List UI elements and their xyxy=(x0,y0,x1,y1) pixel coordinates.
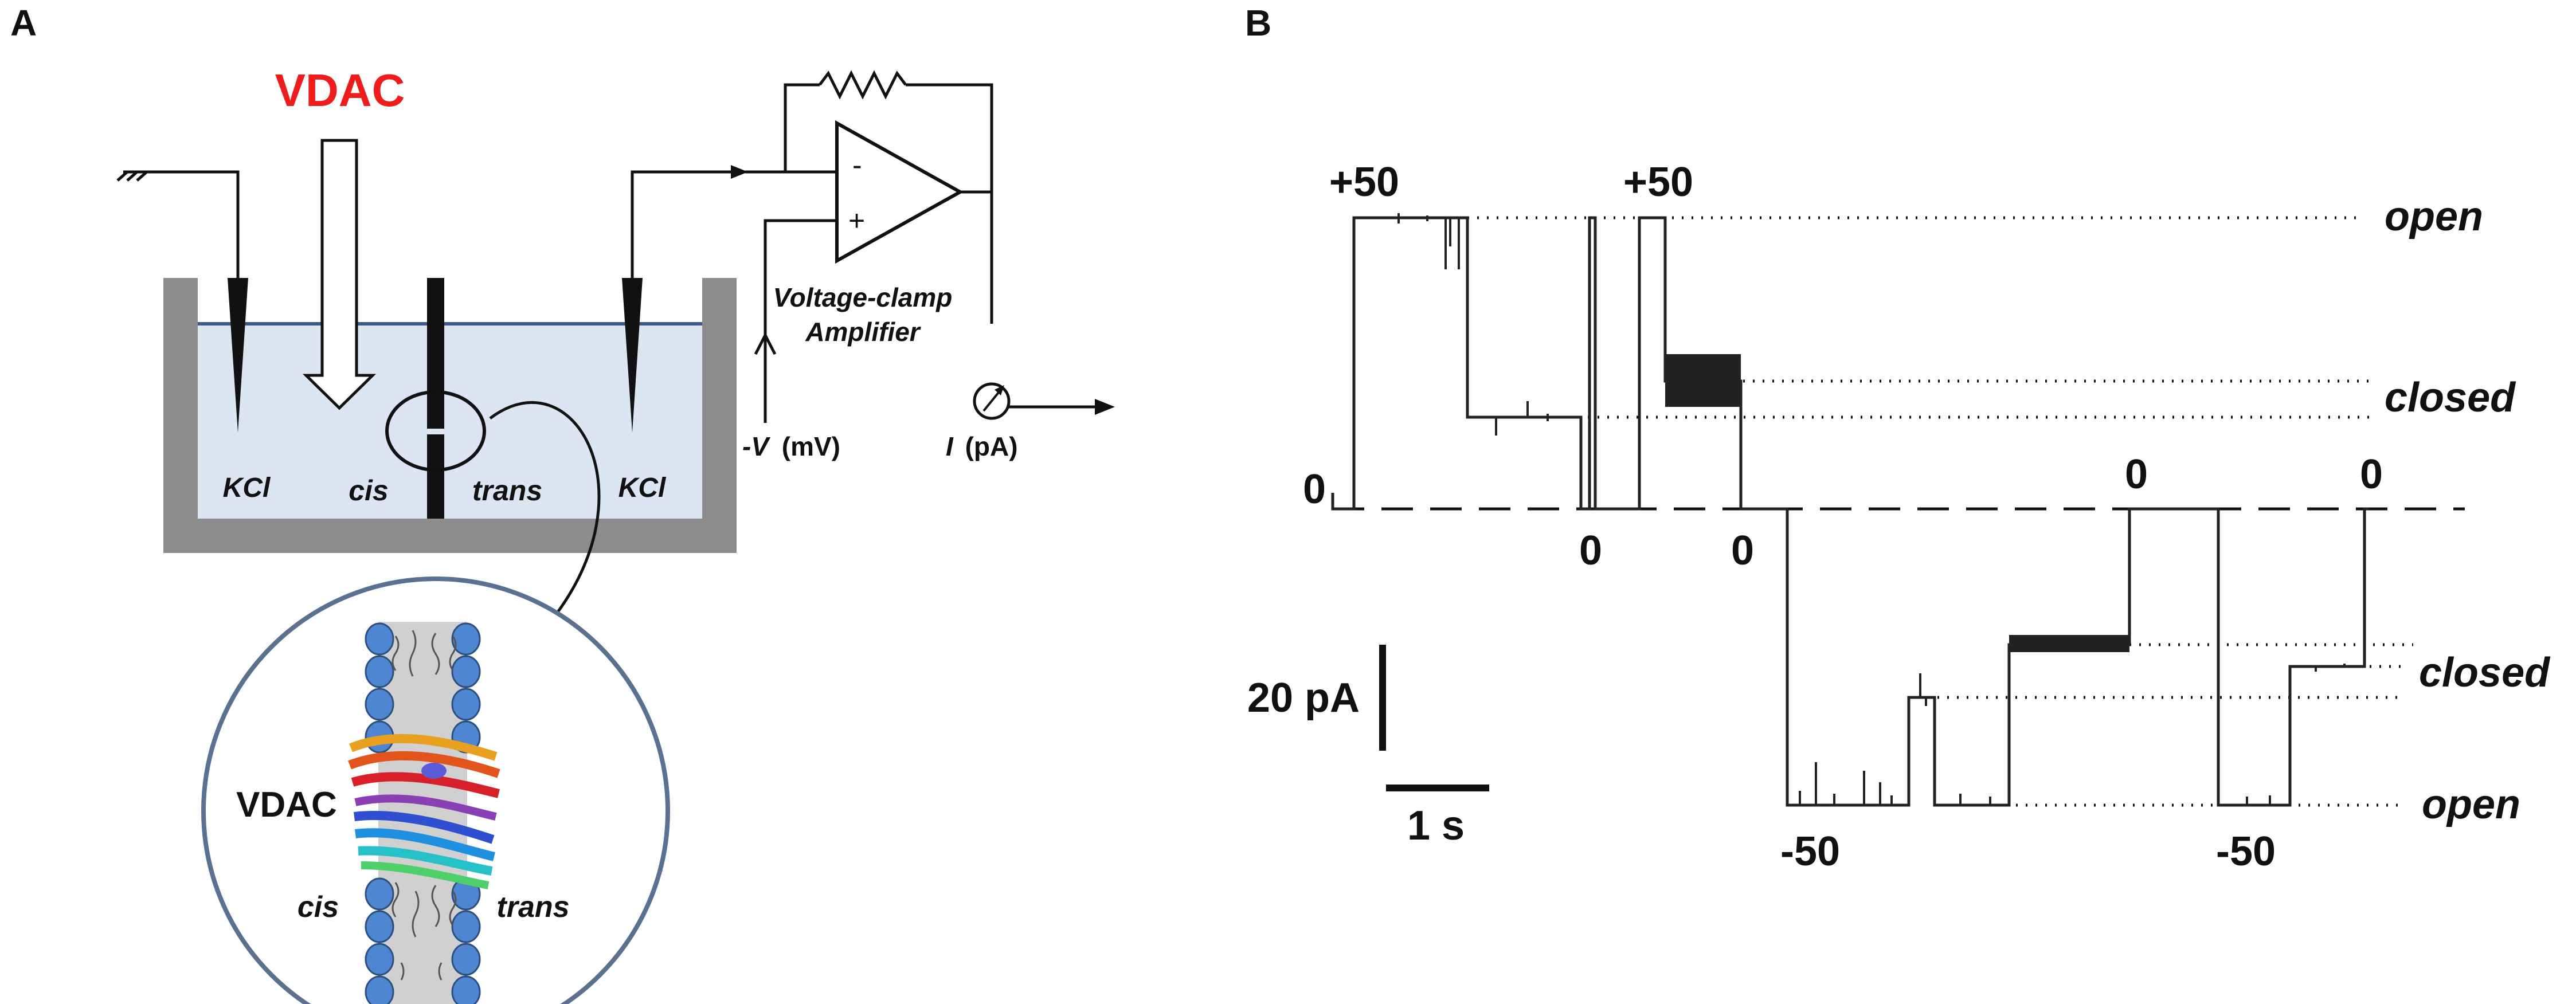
current-meter-needle-tip xyxy=(995,385,1004,395)
inset-cis-label: cis xyxy=(297,891,339,924)
amplifier-label-line2: Amplifier xyxy=(805,317,921,347)
current-meter-needle xyxy=(982,389,1002,412)
voltage-input-arrowhead xyxy=(754,332,777,355)
voltage-label-zero-a: 0 xyxy=(1303,466,1326,512)
voltage-label-zero-d: 0 xyxy=(2125,452,2148,497)
current-output-arrowhead xyxy=(1095,399,1115,415)
ground-icon xyxy=(116,170,155,182)
lipid-tails xyxy=(392,630,457,981)
lipid-head xyxy=(451,655,481,688)
lipid-head xyxy=(365,877,394,911)
lipid-head xyxy=(365,943,394,976)
trace-noise-band-neg xyxy=(2009,635,2129,652)
state-label-closed-top: closed xyxy=(2385,375,2516,421)
voltage-label-plus50-b: +50 xyxy=(1623,159,1693,205)
bilayer-inset: VDAC cis trans xyxy=(201,576,670,1004)
lipid-heads xyxy=(365,622,481,1004)
inset-callout-arrow xyxy=(489,401,601,623)
kcl-left-label: KCl xyxy=(223,473,271,503)
scale-bar-current-label: 20 pA xyxy=(1247,675,1360,721)
op-amp-minus: - xyxy=(852,149,862,181)
lipid-head xyxy=(365,688,394,721)
panel-a-label: A xyxy=(10,2,37,44)
state-label-open-bottom: open xyxy=(2422,782,2520,827)
scale-bar-time-label: 1 s xyxy=(1407,803,1465,849)
voltage-label-zero-e: 0 xyxy=(2360,452,2383,497)
voltage-label-minus50-a: -50 xyxy=(1780,829,1840,874)
inset-vdac-label: VDAC xyxy=(236,785,337,825)
trans-label: trans xyxy=(472,474,542,507)
cis-label: cis xyxy=(349,474,389,507)
current-trace xyxy=(1331,216,2368,807)
state-label-closed-bottom: closed xyxy=(2419,650,2551,696)
panel-a: A VDAC KCl cis trans KCl xyxy=(10,2,1115,1004)
lipid-head xyxy=(451,622,481,656)
voltage-label-minus50-b: -50 xyxy=(2216,829,2276,874)
signal-wire xyxy=(631,170,731,278)
inset-trans-label: trans xyxy=(496,891,569,924)
current-label: I (pA) xyxy=(946,432,1018,461)
lipid-head xyxy=(365,975,394,1004)
electrode-left xyxy=(228,278,248,433)
signal-wire-arrowhead xyxy=(731,165,748,179)
electrode-right xyxy=(622,278,643,433)
voltage-label: -V (mV) xyxy=(742,432,840,461)
vdac-barrel-icon xyxy=(348,734,500,889)
vdac-title: VDAC xyxy=(275,65,405,116)
bilayer-pore-ring xyxy=(385,390,486,472)
chamber-wall xyxy=(163,278,737,553)
membrane-partition xyxy=(427,278,444,519)
lipid-head xyxy=(451,910,481,943)
lipid-head xyxy=(451,975,481,1004)
lipid-head xyxy=(451,688,481,721)
state-label-open-top: open xyxy=(2385,194,2483,240)
voltage-label-plus50-a: +50 xyxy=(1329,159,1399,205)
vdac-addition-arrow xyxy=(302,139,377,410)
lipid-head xyxy=(365,910,394,943)
lipid-head xyxy=(365,655,394,688)
kcl-right-label: KCl xyxy=(618,473,667,503)
voltage-input-wire xyxy=(764,219,837,423)
trace-noise-spikes xyxy=(1397,213,2346,805)
lipid-head xyxy=(451,943,481,976)
op-amp-plus: + xyxy=(848,205,865,237)
feedback-wire-left xyxy=(784,83,820,172)
ground-wire xyxy=(155,170,240,278)
lipid-head xyxy=(365,622,394,656)
amplifier-label-line1: Voltage-clamp xyxy=(773,283,953,312)
voltage-label-zero-b: 0 xyxy=(1579,528,1602,574)
op-amp xyxy=(835,120,964,264)
voltage-label-zero-c: 0 xyxy=(1731,528,1754,574)
feedback-wire-right xyxy=(906,83,993,324)
bath-solution xyxy=(198,324,702,521)
bilayer-pore-gap xyxy=(423,429,448,434)
trace-noise-band xyxy=(1665,354,1741,407)
panel-b: B +50 +50 0 0 0 0 0 -50 -50 open closed … xyxy=(1245,2,2551,874)
panel-b-label: B xyxy=(1245,2,1271,44)
feedback-resistor xyxy=(819,70,907,100)
